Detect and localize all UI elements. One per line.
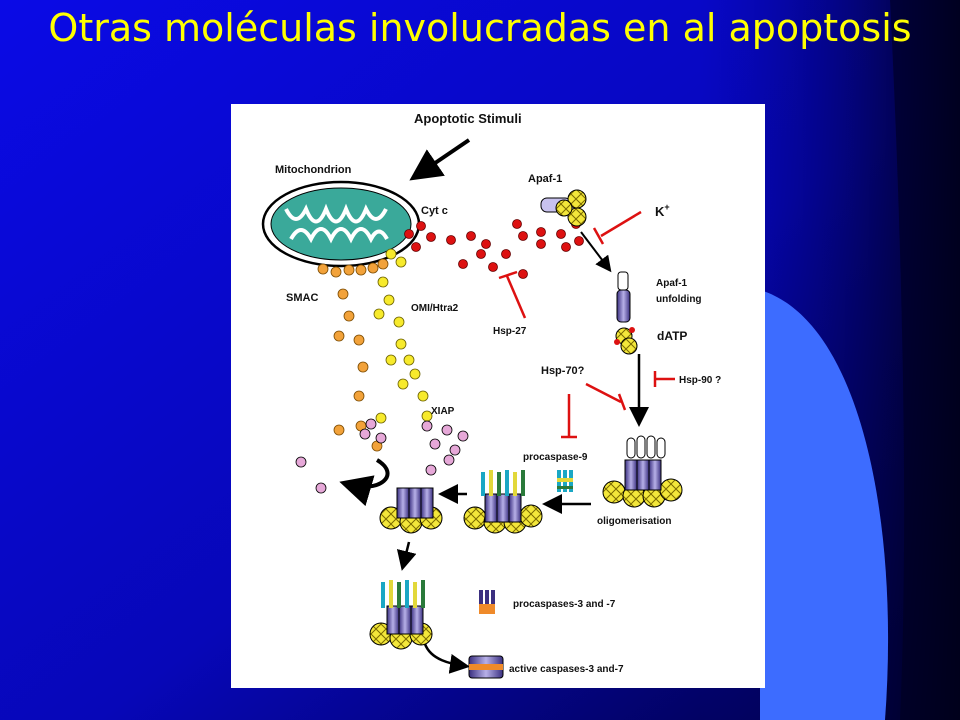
label-datp: dATP — [657, 329, 687, 343]
to-caspase3-activation-arrow — [396, 541, 417, 571]
apoptosome-left — [379, 487, 443, 534]
mitochondrion-shape — [261, 180, 421, 268]
label-smac: SMAC — [286, 292, 318, 304]
label-oligomerisation: oligomerisation — [597, 516, 671, 527]
omi-htra2-dots — [373, 248, 433, 424]
active-caspases-3-7-bar — [468, 655, 504, 679]
hsp27-inhibition — [498, 270, 527, 319]
hsp70-inhibition — [561, 382, 627, 439]
apoptosome-oligomer — [602, 435, 683, 508]
smac-dots — [317, 258, 389, 452]
accent-curve-shape — [760, 290, 889, 720]
apaf1-molecule — [540, 189, 587, 227]
cytochrome-c-dots — [404, 219, 584, 279]
procaspase9-bars — [557, 470, 573, 492]
label-xiap: XIAP — [431, 406, 455, 417]
xiap-stars — [295, 418, 469, 494]
label-cyt-c: Cyt c — [421, 205, 448, 217]
label-hsp27: Hsp-27 — [493, 326, 527, 337]
label-mitochondrion: Mitochondrion — [275, 164, 352, 176]
apaf1-to-unfolding-arrow — [580, 231, 612, 273]
label-omi-htra2: OMI/Htra2 — [411, 303, 459, 314]
label-hsp90: Hsp-90 ? — [679, 375, 721, 386]
activation-arrow — [423, 643, 470, 674]
label-active-caspases-3-7: active caspases-3 and-7 — [509, 664, 624, 675]
label-apoptotic-stimuli: Apoptotic Stimuli — [414, 111, 522, 126]
label-apaf1-unfolding-1: Apaf-1 — [656, 278, 688, 289]
procaspases-3-7-bars — [479, 590, 495, 614]
unfolded-apaf1 — [614, 271, 638, 355]
label-k-plus: K+ — [655, 202, 670, 219]
apoptosis-diagram: Apoptotic Stimuli Mitochondrion Cyt c Ap… — [231, 104, 765, 688]
apoptosome-bottom — [369, 580, 433, 650]
apoptosome-with-caspase9 — [463, 470, 543, 534]
label-procaspase9: procaspase-9 — [523, 452, 588, 463]
slide-title: Otras moléculas involucradas en al apopt… — [48, 6, 912, 50]
k-plus-inhibition — [592, 210, 642, 245]
label-procaspases-3-7: procaspases-3 and -7 — [513, 599, 616, 610]
label-apaf1-unfolding-2: unfolding — [656, 294, 702, 305]
xiap-release-curved-arrow — [339, 458, 390, 507]
label-hsp70: Hsp-70? — [541, 365, 585, 377]
hsp90-inhibition — [653, 371, 675, 387]
label-apaf1: Apaf-1 — [528, 173, 562, 185]
stimuli-arrow — [409, 138, 471, 181]
